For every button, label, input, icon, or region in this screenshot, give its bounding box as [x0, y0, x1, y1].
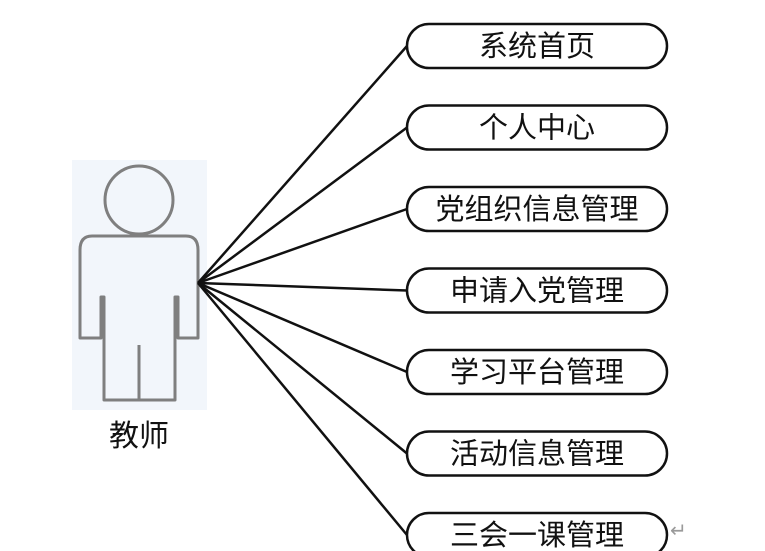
- use-case-item: 申请入党管理: [405, 267, 669, 314]
- person-icon: [78, 164, 200, 402]
- connector-line: [197, 282, 408, 455]
- use-case-label: 个人中心: [479, 111, 595, 145]
- use-case-oval: [405, 348, 669, 396]
- connector-line: [197, 45, 408, 284]
- use-case-label: 系统首页: [479, 29, 595, 63]
- use-case-oval: [405, 511, 669, 551]
- actor-label: 教师: [109, 419, 169, 454]
- connector-line: [197, 207, 408, 285]
- connector-line: [197, 282, 408, 536]
- use-case-item: 活动信息管理: [405, 430, 669, 477]
- use-case-oval: [405, 267, 669, 314]
- use-case-item: 党组织信息管理: [405, 185, 669, 233]
- connector-line: [197, 281, 408, 292]
- connector-line: [197, 126, 408, 285]
- use-case-label: 三会一课管理: [450, 518, 624, 551]
- use-case-label: 党组织信息管理: [435, 192, 638, 226]
- connector-lines: [197, 45, 408, 536]
- paragraph-mark: ↵: [670, 518, 687, 542]
- connector-line: [197, 281, 408, 374]
- use-case-item: 学习平台管理: [405, 348, 669, 396]
- use-case-item: 三会一课管理: [405, 511, 669, 551]
- use-case-label: 学习平台管理: [450, 355, 624, 389]
- use-case-oval: [405, 185, 669, 233]
- use-case-oval: [405, 104, 669, 151]
- use-case-oval: [405, 430, 669, 477]
- use-case-oval: [405, 22, 669, 70]
- use-case-item: 系统首页: [405, 22, 669, 70]
- use-case-label: 申请入党管理: [450, 274, 624, 308]
- use-case-label: 活动信息管理: [450, 437, 624, 471]
- use-case-item: 个人中心: [405, 104, 669, 151]
